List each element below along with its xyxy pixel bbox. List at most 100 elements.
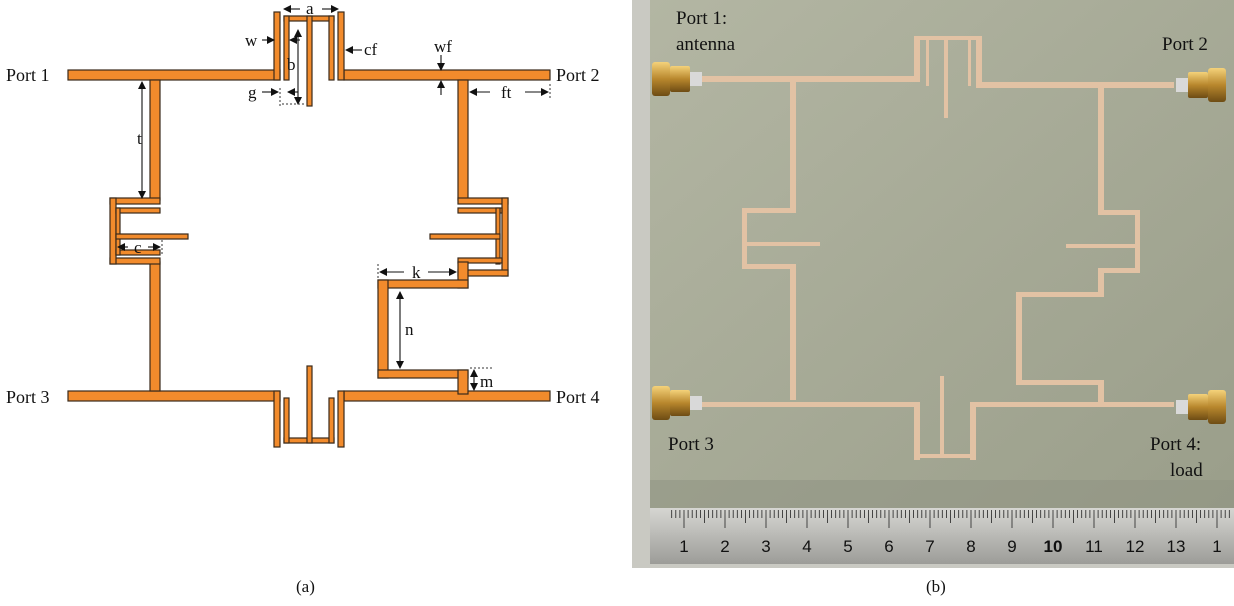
dim-label-k: k — [412, 263, 421, 282]
photo-bot-res-center — [940, 376, 944, 458]
right-branch-upper — [457, 79, 469, 201]
meander-left — [377, 279, 389, 379]
left-stub-center-line — [115, 233, 189, 240]
sma-connector-port2 — [1176, 68, 1226, 102]
top-res-outer-left — [273, 11, 281, 81]
port-labels: Port 1 Port 2 Port 3 Port 4 — [6, 65, 600, 407]
meander-top — [377, 279, 469, 289]
caption-a: (a) — [296, 577, 315, 596]
photo-bot-feed-left — [698, 402, 916, 407]
bot-res-inner-right — [328, 397, 335, 444]
photo-right-branch — [1098, 86, 1104, 212]
right-stub-inner-top — [457, 207, 503, 214]
port1-label: Port 1 — [6, 65, 50, 85]
meander-bottom — [377, 369, 469, 379]
photo-top-res-center — [944, 36, 948, 118]
top-feed-right — [343, 69, 551, 81]
ruler-number: 10 — [1044, 537, 1063, 556]
photo-top-res-il — [926, 40, 929, 86]
photo-left-stub-top — [742, 208, 796, 213]
photo-left-lower — [790, 264, 796, 400]
dim-label-g: g — [248, 83, 257, 102]
photo-right-mid — [1098, 268, 1104, 296]
dim-label-b: b — [287, 55, 296, 74]
bot-res-inner-left — [283, 397, 290, 444]
dim-label-ft: ft — [501, 83, 512, 102]
left-stub-outer — [109, 197, 117, 265]
photo-left-stub-center — [742, 242, 820, 246]
photo-right-stub-center — [1066, 244, 1138, 248]
left-branch-upper — [149, 79, 161, 201]
top-res-inner-left — [283, 15, 290, 81]
right-stub-inner-bottom — [457, 257, 503, 264]
bottom-feed-left — [67, 390, 281, 402]
dim-label-n: n — [405, 320, 414, 339]
photo-meander-down — [1098, 380, 1104, 406]
bottom-feed-right — [343, 390, 551, 402]
port4-label: Port 4 — [556, 387, 600, 407]
caption-b: (b) — [926, 577, 946, 596]
ruler-number: 13 — [1167, 537, 1186, 556]
sma-connector-port4 — [1176, 390, 1226, 424]
left-stub-bottom — [109, 257, 161, 265]
ruler-number: 1 — [1212, 537, 1221, 556]
bot-res-outer-right — [337, 390, 345, 448]
photo-meander-side — [1016, 292, 1022, 384]
photo-bot-feed-right — [976, 402, 1174, 407]
ruler-number: 4 — [802, 537, 811, 556]
top-res-center — [306, 15, 313, 107]
right-stub-center-line — [429, 233, 501, 240]
photo-port4-label-line1: Port 4: — [1150, 434, 1201, 455]
top-res-outer-right — [337, 11, 345, 81]
ruler-number: 6 — [884, 537, 893, 556]
photo-port3-label: Port 3 — [668, 434, 714, 455]
ruler-number: 3 — [761, 537, 770, 556]
dim-label-c: c — [134, 238, 142, 257]
dimension-labels: a w cf wf b g ft t c k n m — [134, 0, 512, 391]
meander-down — [457, 369, 469, 395]
photo-port4-label-line2: load — [1170, 460, 1203, 481]
ruler-ticks — [671, 510, 1230, 528]
dim-label-cf: cf — [364, 40, 378, 59]
photo-top-feed-right — [978, 82, 1174, 88]
ruler-number: 2 — [720, 537, 729, 556]
photo-port1-label-line2: antenna — [676, 34, 736, 55]
ruler-number: 9 — [1007, 537, 1016, 556]
port3-label: Port 3 — [6, 387, 50, 407]
top-feed-left — [67, 69, 281, 81]
photo-top-feed-left — [698, 76, 916, 82]
photo-bot-res-cap — [920, 454, 970, 458]
photo-top-res-r — [976, 36, 982, 88]
dimension-markers — [117, 5, 551, 391]
photo-right-stub-bottom — [1098, 268, 1140, 273]
ruler-number: 1 — [679, 537, 688, 556]
dim-label-a: a — [306, 0, 314, 18]
left-stub-inner-side — [115, 207, 121, 256]
dim-label-wf: wf — [434, 37, 452, 56]
dim-label-m: m — [480, 372, 493, 391]
dim-label-w: w — [245, 31, 258, 50]
photo-top-res-l — [914, 36, 920, 82]
layout-diagram — [67, 11, 551, 448]
photo-port1-label-line1: Port 1: — [676, 8, 727, 29]
copper-traces — [698, 36, 1174, 460]
sma-connector-port1 — [652, 62, 702, 96]
left-stub-top — [109, 197, 161, 205]
sma-connector-port3 — [652, 386, 702, 420]
photo-port2-label: Port 2 — [1162, 34, 1208, 55]
photo-left-stub-bottom — [742, 264, 796, 269]
photo-bot-res-l — [914, 402, 920, 460]
bot-res-outer-left — [273, 390, 281, 448]
photo-right-stub-side — [1135, 210, 1140, 272]
port2-label: Port 2 — [556, 65, 600, 85]
ruler-number: 5 — [843, 537, 852, 556]
photo-left-branch — [790, 80, 796, 210]
ruler-number: 7 — [925, 537, 934, 556]
ruler-number: 8 — [966, 537, 975, 556]
top-res-inner-right — [328, 15, 335, 81]
bot-res-center — [306, 365, 313, 444]
right-stub-outer — [501, 197, 509, 277]
left-branch-lower — [149, 261, 161, 392]
